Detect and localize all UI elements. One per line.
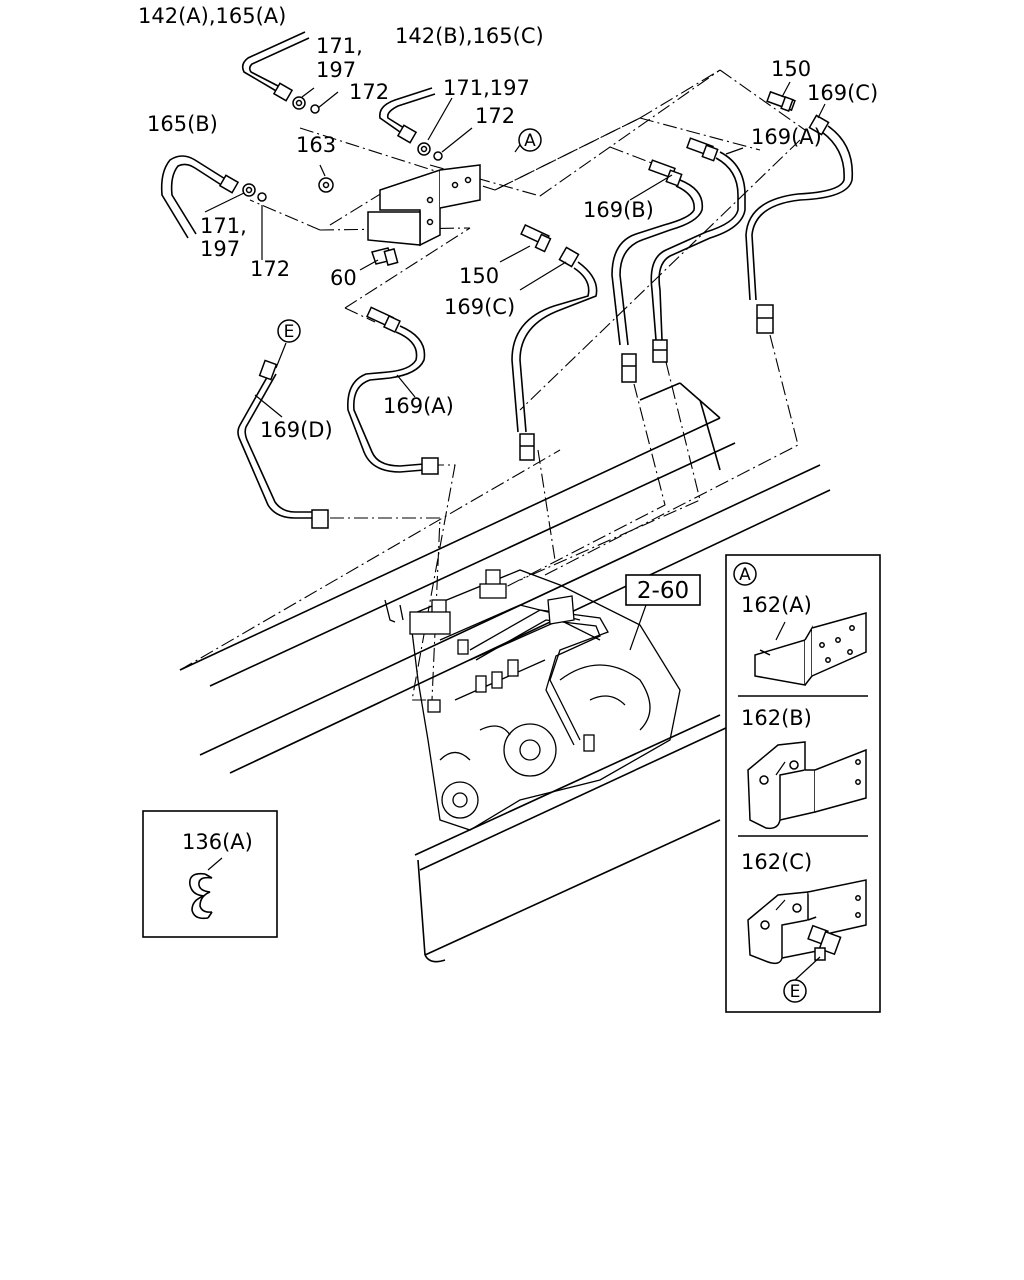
- marker-e-main: E: [277, 319, 301, 343]
- pipe-169a-left: [347, 325, 426, 473]
- label-169b: 169(B): [583, 198, 654, 222]
- fitting-142b-end: [396, 124, 443, 161]
- fitting-150-top: [766, 90, 796, 112]
- label-60: 60: [330, 266, 357, 290]
- marker-a-main-text: A: [524, 131, 536, 151]
- marker-a-inset: A: [733, 562, 757, 586]
- bracket-162c: [747, 879, 867, 965]
- bracket-162a: [754, 612, 867, 686]
- marker-a-main: A: [518, 128, 542, 152]
- pipe-169d: [237, 371, 314, 519]
- pipes: [160, 31, 854, 519]
- label-171-a: 171,: [316, 34, 363, 58]
- fitting-169c-top-end: [808, 114, 830, 136]
- engine-block: [384, 569, 681, 831]
- label-169a-mid: 169(A): [383, 394, 454, 418]
- fitting-169d-top: [258, 359, 278, 381]
- fitting-169c-mid-end: [558, 246, 580, 268]
- pipe-169a-top: [650, 151, 746, 341]
- label-150-mid: 150: [459, 264, 499, 288]
- nut-169b-lower: [621, 353, 637, 383]
- fitting-169a-top-end: [686, 137, 719, 162]
- marker-a-inset-text: A: [739, 565, 751, 585]
- fitting-165b-end: [218, 174, 267, 202]
- label-leaders: [204, 81, 826, 981]
- label-197-a: 197: [316, 58, 356, 82]
- part-labels: 142(A),165(A) 142(B),165(C) 171, 197 172…: [138, 4, 878, 874]
- label-169c-mid: 169(C): [444, 295, 515, 319]
- pipe-142a-165a: [241, 31, 310, 93]
- bracket-162b: [747, 741, 867, 830]
- inset-136a: [142, 810, 278, 938]
- label-169a-top: 169(A): [751, 125, 822, 149]
- label-150-top: 150: [771, 57, 811, 81]
- pipe-165b: [160, 155, 231, 239]
- bolt-60: [371, 247, 399, 266]
- pipe-142b-165c: [378, 87, 436, 133]
- label-172-b: 172: [475, 104, 515, 128]
- marker-e-inset: E: [783, 979, 807, 1003]
- nut-169a-top-lower: [652, 339, 668, 363]
- label-162a: 162(A): [741, 593, 812, 617]
- label-169c-top: 169(C): [807, 81, 878, 105]
- pipe-169c-top: [745, 125, 854, 301]
- fitting-142a-end: [272, 82, 320, 114]
- nut-169a-left-lower: [421, 457, 439, 475]
- nut-169d-lower: [311, 509, 329, 529]
- fitting-150-mid: [520, 223, 552, 253]
- label-162c: 162(C): [741, 850, 812, 874]
- label-171-c: 171,: [200, 214, 247, 238]
- label-171-197-b: 171,197: [443, 76, 530, 100]
- label-165b: 165(B): [147, 112, 218, 136]
- label-2-60: 2-60: [637, 578, 689, 604]
- bracket-assembly-top: [367, 164, 481, 266]
- label-172-c: 172: [250, 257, 290, 281]
- fitting-169b-end: [648, 159, 683, 187]
- leader-lines: [179, 69, 806, 701]
- fitting-169a-left-end: [366, 306, 401, 333]
- pipe-169c-mid: [511, 261, 598, 433]
- label-162b: 162(B): [741, 706, 812, 730]
- nut-163: [318, 177, 334, 193]
- clip-136a-drawing: [188, 872, 213, 920]
- label-136a: 136(A): [182, 830, 253, 854]
- ref-box-2-60: [625, 574, 701, 651]
- nut-169c-mid-lower: [519, 433, 535, 461]
- inset-a-brackets: [725, 554, 881, 1013]
- label-169d: 169(D): [260, 418, 333, 442]
- label-172-a: 172: [349, 80, 389, 104]
- label-197-c: 197: [200, 237, 240, 261]
- label-142a-165a: 142(A),165(A): [138, 4, 286, 28]
- label-163: 163: [296, 133, 336, 157]
- marker-e-main-text: E: [284, 322, 295, 342]
- fittings: [218, 82, 830, 529]
- label-142b-165c: 142(B),165(C): [395, 24, 544, 48]
- fitting-162c: [807, 924, 842, 961]
- nut-169c-top-lower: [756, 304, 774, 334]
- marker-e-inset-text: E: [790, 982, 801, 1002]
- pipe-169b: [611, 179, 704, 346]
